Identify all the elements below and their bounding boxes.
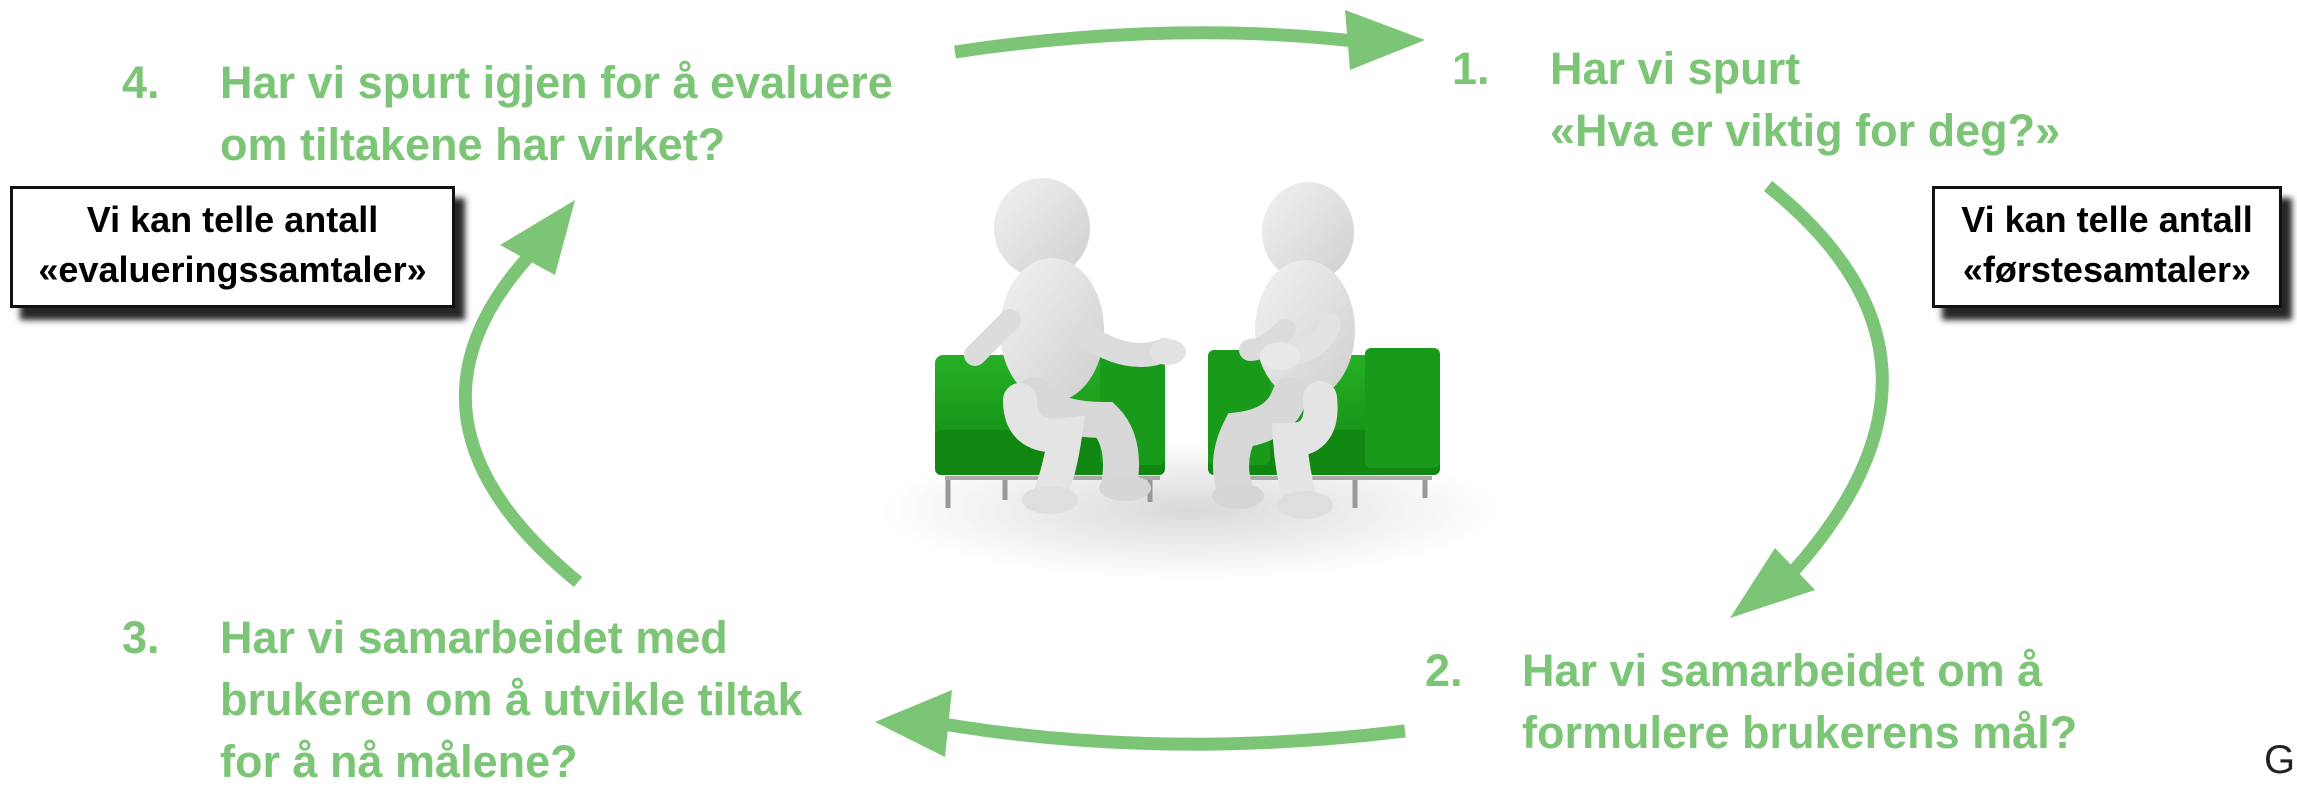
step-4-text: Har vi spurt igjen for å evaluere om til…: [220, 57, 893, 170]
step-3-text: Har vi samarbeidet med brukeren om å utv…: [220, 612, 803, 787]
note-right-first-conversation-count: Vi kan telle antall «førstesamtaler»: [1932, 186, 2282, 308]
right-person: [1212, 182, 1355, 519]
left-person: [964, 178, 1186, 514]
step-2-text: Har vi samarbeidet om å formulere bruker…: [1522, 645, 2078, 758]
corner-letter: G: [2264, 738, 2296, 782]
note-left-evaluation-count: Vi kan telle antall «evalueringssamtaler…: [10, 186, 455, 308]
arrow-top: [954, 10, 1425, 70]
arrow-bottom: [875, 690, 1406, 757]
step-2-number: 2.: [1425, 645, 1463, 696]
step-3-number: 3.: [122, 612, 160, 663]
arrow-left: [458, 200, 583, 588]
arrow-right: [1730, 180, 1889, 618]
step-4-number: 4.: [122, 57, 160, 108]
step-1-number: 1.: [1452, 43, 1490, 94]
step-1-text: Har vi spurt «Hva er viktig for deg?»: [1550, 43, 2061, 156]
